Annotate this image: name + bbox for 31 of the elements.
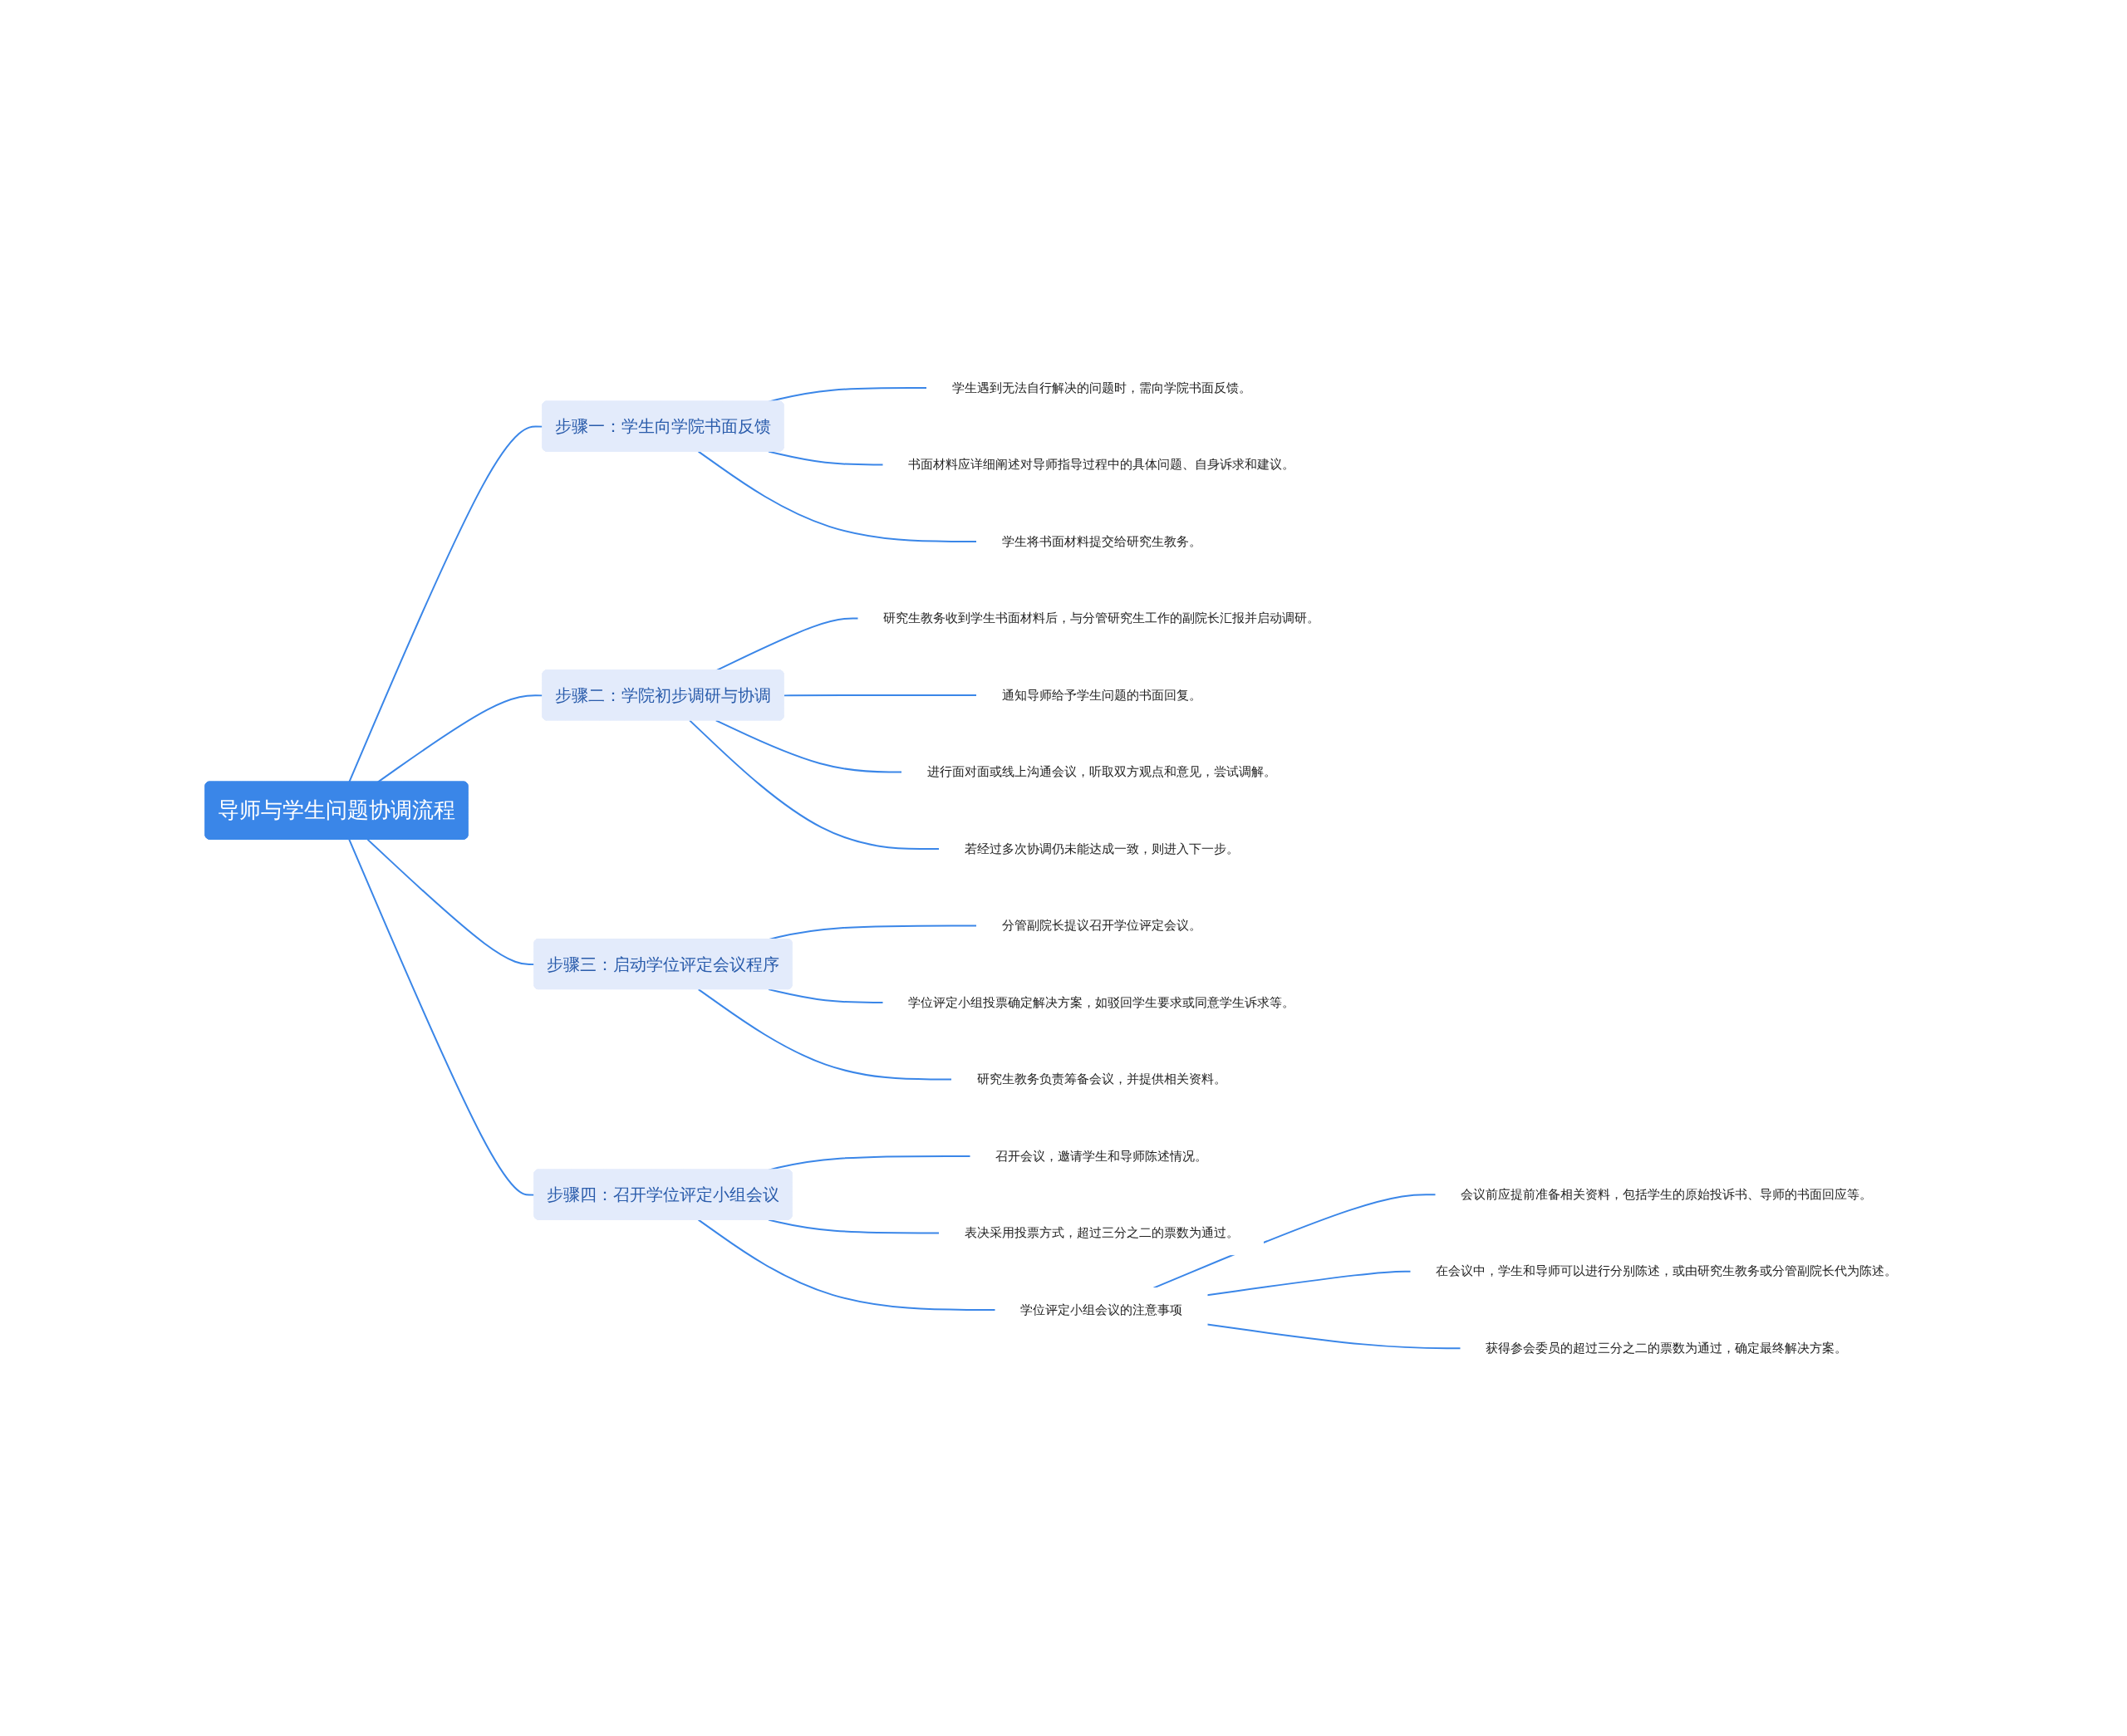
- connector: [768, 988, 884, 1003]
- connector: [1206, 1270, 1412, 1297]
- connector: [768, 450, 884, 466]
- node-text: 会议前应提前准备相关资料，包括学生的原始投诉书、导师的书面回应等。: [1461, 1186, 1872, 1202]
- connector: [697, 988, 953, 1081]
- connector: [715, 719, 903, 773]
- connector: [1152, 1194, 1437, 1289]
- node-text: 通知导师给予学生问题的书面回复。: [1001, 687, 1201, 703]
- connector: [697, 1219, 996, 1311]
- node-text: 学生将书面材料提交给研究生教务。: [1001, 533, 1201, 549]
- node-text: 若经过多次协调仍未能达成一致，则进入下一步。: [964, 841, 1239, 856]
- connector: [348, 838, 536, 1196]
- node-text: 获得参会委员的超过三分之二的票数为通过，确定最终解决方案。: [1486, 1340, 1847, 1356]
- node-text: 召开会议，邀请学生和导师陈述情况。: [995, 1148, 1207, 1164]
- node-text: 研究生教务负责筹备会议，并提供相关资料。: [976, 1072, 1226, 1087]
- connector: [376, 694, 544, 783]
- node-text: 学位评定小组投票确定解决方案，如驳回学生要求或同意学生诉求等。: [908, 994, 1294, 1010]
- connector: [689, 719, 941, 850]
- connector: [697, 450, 978, 542]
- node-text: 学位评定小组会议的注意事项: [1020, 1302, 1182, 1317]
- connector: [1206, 1323, 1461, 1350]
- node-text: 书面材料应详细阐述对导师指导过程中的具体问题、自身诉求和建议。: [908, 457, 1294, 473]
- node-text: 进行面对面或线上沟通会议，听取双方观点和意见，尝试调解。: [926, 764, 1276, 780]
- node-text: 学生遇到无法自行解决的问题时，需向学院书面反馈。: [951, 380, 1251, 395]
- connector: [348, 425, 544, 783]
- node-text: 研究生教务收到学生书面材料后，与分管研究生工作的副院长汇报并启动调研。: [883, 611, 1319, 626]
- node-text: 在会议中，学生和导师可以进行分别陈述，或由研究生教务或分管副院长代为陈述。: [1436, 1263, 1897, 1279]
- connector: [366, 838, 536, 966]
- connector: [768, 1219, 941, 1234]
- connector: [783, 694, 978, 697]
- node-text: 分管副院长提议召开学位评定会议。: [1001, 918, 1201, 934]
